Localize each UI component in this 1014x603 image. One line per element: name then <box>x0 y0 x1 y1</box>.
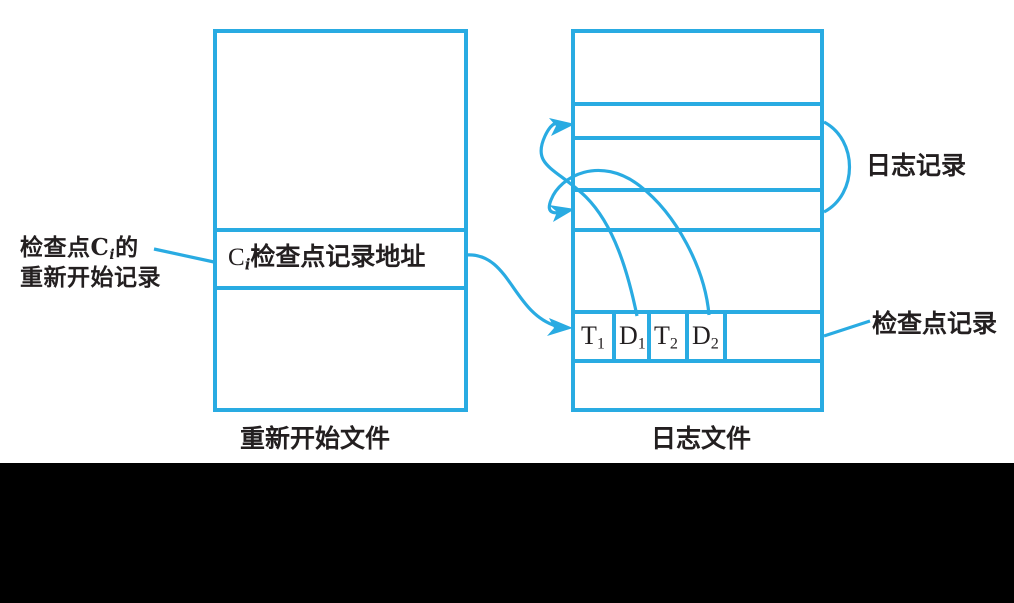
pointer-arrow-to-checkpoint <box>465 253 557 328</box>
checkpoint-cell-t1-sub: 1 <box>596 335 605 353</box>
pointer-arrow-to-checkpoint-head <box>547 318 573 336</box>
checkpoint-cell-d1-base: D <box>619 321 638 350</box>
restart-record-annotation: 检查点Ci的 重新开始记录 <box>20 234 161 293</box>
checkpoint-cell-d2-sub: 2 <box>710 335 719 353</box>
restart-record-annotation-line1-sub: i <box>109 247 116 264</box>
checkpoint-cell-t1-base: T <box>581 321 597 350</box>
restart-cell-text-sub: i <box>244 255 251 274</box>
log-records-brace <box>823 120 852 214</box>
diagram-area: 检查点Ci的 重新开始记录 Ci检查点记录地址 日志记录 检查点记录 重新开始文… <box>0 0 1014 463</box>
log-file-rect <box>571 29 824 412</box>
d2-backpointer-curve <box>547 168 711 316</box>
restart-record-annotation-line1: 检查点Ci的 <box>20 234 161 264</box>
restart-cell-text-suffix: 检查点记录地址 <box>250 242 426 271</box>
log-records-label: 日志记录 <box>866 151 967 180</box>
restart-record-annotation-line1-prefix: 检查点C <box>20 234 110 261</box>
restart-record-annotation-line2: 重新开始记录 <box>20 264 161 292</box>
checkpoint-record-leader <box>823 319 871 338</box>
d1-backpointer-arrowhead <box>549 118 575 136</box>
d2-backpointer-arrowhead <box>549 205 575 222</box>
checkpoint-cell-d1-sub: 1 <box>637 335 646 353</box>
d1-backpointer-curve <box>539 121 639 317</box>
diagram-vector-layer <box>153 29 871 412</box>
bottom-black-band <box>0 463 1014 603</box>
checkpoint-cell-d2-base: D <box>692 321 711 350</box>
restart-file-caption: 重新开始文件 <box>240 424 391 453</box>
checkpoint-cell-t2-sub: 2 <box>669 335 678 353</box>
checkpoint-record-label: 检查点记录 <box>872 309 998 338</box>
checkpoint-cell-t2: T2 <box>654 321 678 354</box>
restart-record-leader <box>153 247 215 264</box>
checkpoint-cell-d2: D2 <box>692 321 719 354</box>
restart-file-highlighted-cell-text: Ci检查点记录地址 <box>228 241 425 274</box>
restart-file-rect <box>213 29 468 412</box>
checkpoint-cell-t2-base: T <box>654 321 670 350</box>
checkpoint-cell-d1: D1 <box>619 321 646 354</box>
restart-record-annotation-line1-suffix: 的 <box>115 234 139 261</box>
checkpoint-cell-t1: T1 <box>581 321 605 354</box>
restart-cell-text-prefix: C <box>228 244 245 271</box>
log-file-caption: 日志文件 <box>651 424 752 453</box>
